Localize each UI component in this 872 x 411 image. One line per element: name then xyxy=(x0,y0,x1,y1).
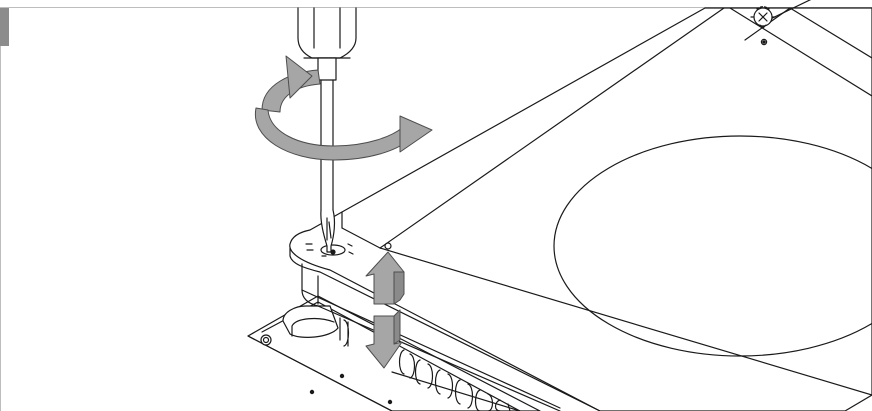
rotate-arrow-icon xyxy=(254,55,433,161)
clamp-block xyxy=(282,305,339,338)
corner-screw xyxy=(305,243,354,257)
up-arrow-icon xyxy=(365,251,405,305)
vent-slots xyxy=(339,317,521,411)
frame-left-edge xyxy=(0,8,1,411)
clamp-screw-icon xyxy=(750,6,776,29)
corner-tab xyxy=(0,8,9,46)
glass-top xyxy=(289,0,872,411)
appliance-body xyxy=(301,263,561,411)
cooking-zone xyxy=(553,135,872,357)
down-arrow-icon xyxy=(365,309,403,369)
frame-top-edge xyxy=(0,7,872,8)
